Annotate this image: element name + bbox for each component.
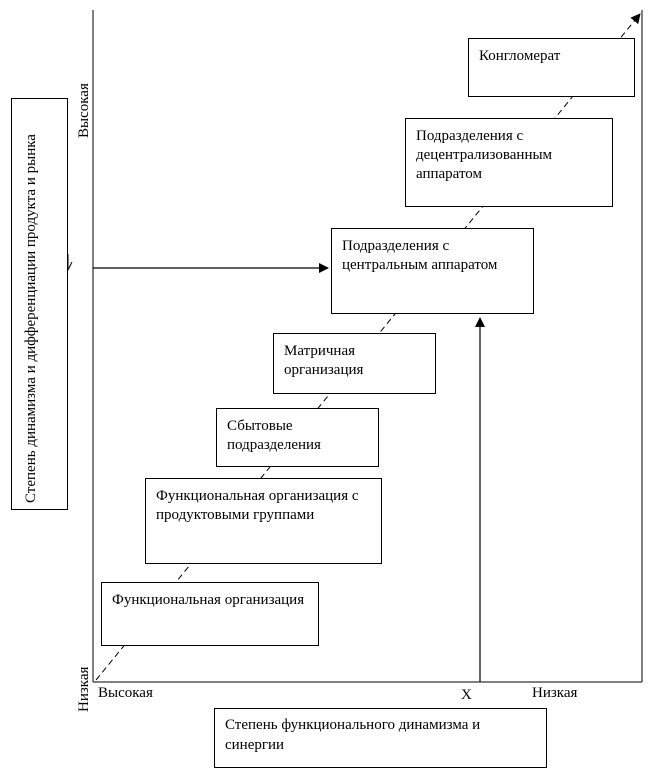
x-axis-low-label: Низкая xyxy=(532,685,578,701)
box-divisions-central: Подразделения с центральным аппаратом xyxy=(331,228,534,314)
y-axis-high-label: Высокая xyxy=(76,83,92,138)
diagonal-dashed-line xyxy=(95,13,641,681)
box-sales-divisions: Сбытовые подразделения xyxy=(216,408,379,467)
horizontal-axis-title: Степень функционального динамизма и сине… xyxy=(214,708,547,768)
x-axis-marker: X xyxy=(461,687,472,703)
x-axis-high-label: Высокая xyxy=(98,685,153,701)
y-axis-low-label: Низкая xyxy=(76,666,92,712)
box-functional-organization: Функциональная организация xyxy=(101,582,319,646)
box-conglomerate: Конгломерат xyxy=(468,38,635,97)
box-functional-with-product-groups: Функциональная организация с продуктовым… xyxy=(145,478,382,564)
box-matrix-organization: Матричная организация xyxy=(273,333,436,394)
vertical-axis-title: Степень динамизма и дифференциации проду… xyxy=(23,134,39,503)
vertical-axis-title-box: Степень динамизма и дифференциации проду… xyxy=(11,98,68,510)
box-divisions-decentralized: Подразделения с децентрализованным аппар… xyxy=(405,118,613,207)
